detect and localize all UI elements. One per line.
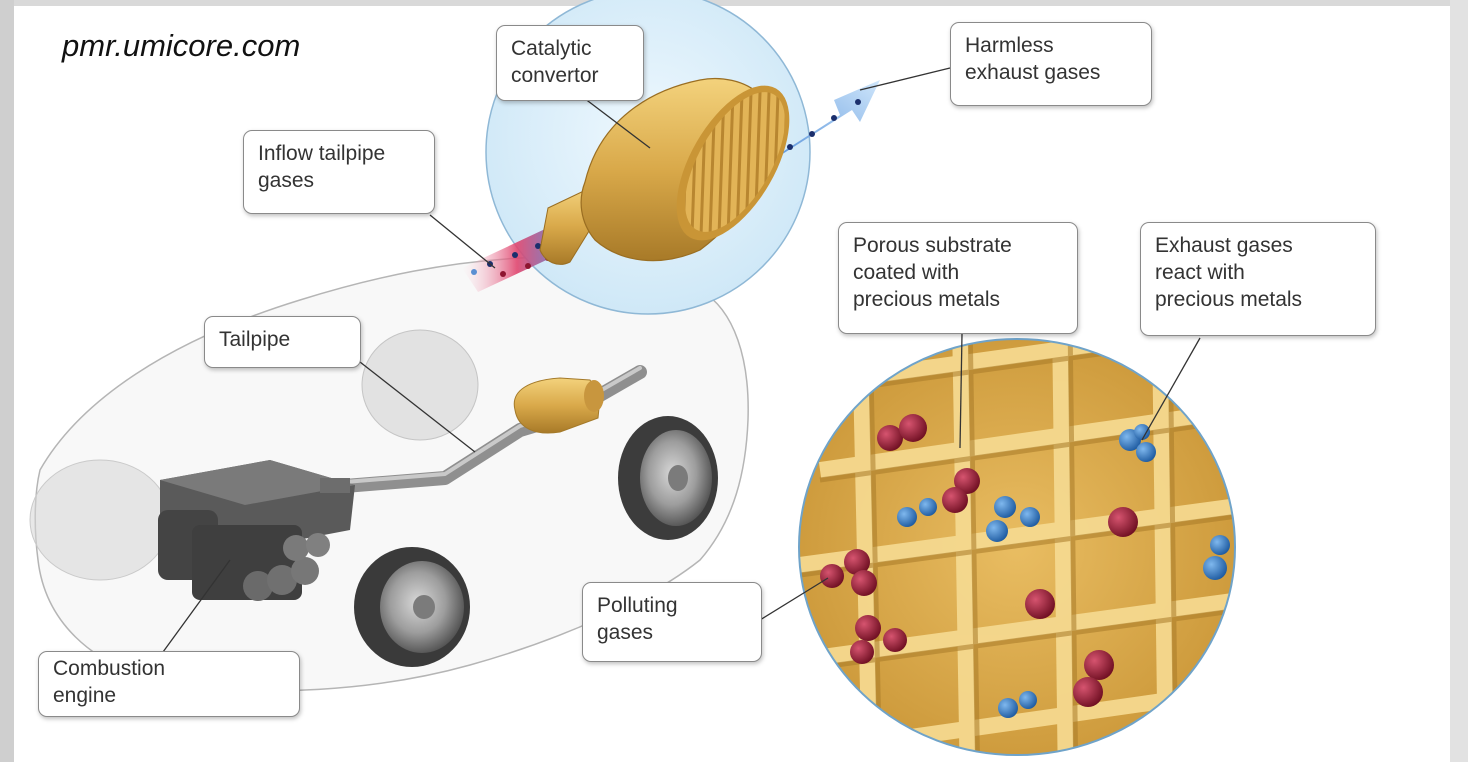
top-edge-shadow	[0, 0, 1468, 6]
label-catalytic-convertor: Catalytic convertor	[496, 25, 644, 101]
source-credit: pmr.umicore.com	[62, 28, 300, 64]
label-porous-substrate: Porous substrate coated with precious me…	[838, 222, 1078, 334]
label-tailpipe: Tailpipe	[204, 316, 361, 368]
label-harmless-exhaust-gases: Harmless exhaust gases	[950, 22, 1152, 106]
label-combustion-engine: Combustion engine	[38, 651, 300, 717]
right-edge-shadow	[1450, 0, 1468, 762]
left-edge-shadow	[0, 0, 14, 762]
substrate-closeup	[799, 320, 1245, 762]
label-polluting-gases: Polluting gases	[582, 582, 762, 662]
label-exhaust-gases-react: Exhaust gases react with precious metals	[1140, 222, 1376, 336]
label-inflow-tailpipe-gases: Inflow tailpipe gases	[243, 130, 435, 214]
rear-wheel-back	[362, 330, 478, 440]
rear-wheel-right	[618, 416, 718, 540]
front-wheel-back	[30, 460, 170, 580]
front-wheel-right	[354, 547, 470, 667]
